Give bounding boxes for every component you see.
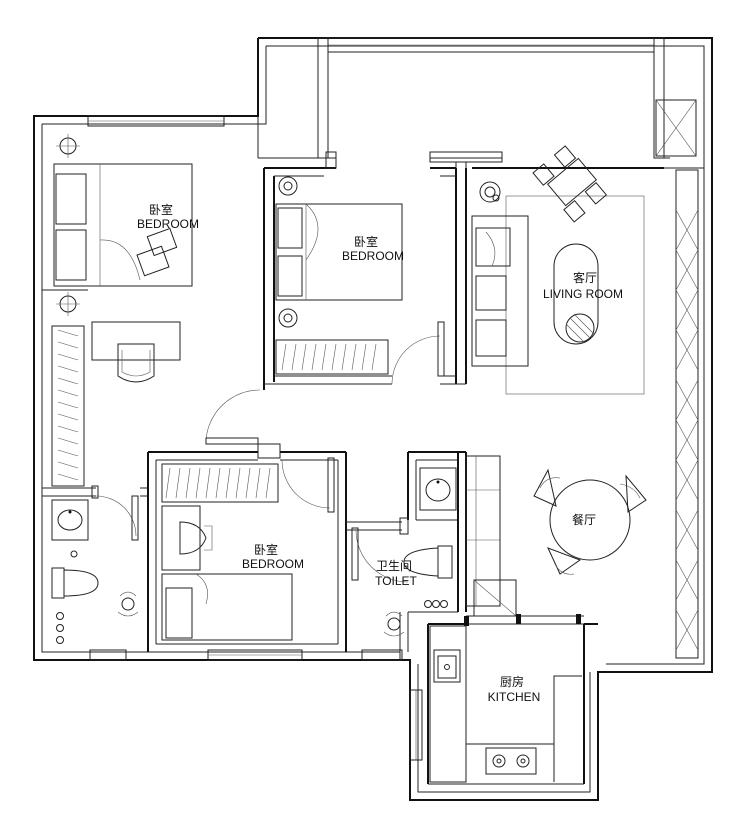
desk-icon bbox=[91, 321, 181, 383]
sofa-icon bbox=[471, 215, 529, 367]
room-label-living-room: 客厅 LIVING ROOM bbox=[543, 270, 623, 301]
room-label-dining: 餐厅 bbox=[572, 512, 596, 527]
room-name-zh: 卧室 bbox=[354, 234, 378, 249]
room-name-zh: 餐厅 bbox=[572, 512, 596, 527]
room-name-en: KITCHEN bbox=[488, 690, 541, 704]
bed-icon bbox=[161, 573, 293, 641]
room-name-en: LIVING ROOM bbox=[543, 287, 623, 301]
room-name-en: BEDROOM bbox=[342, 249, 404, 263]
wardrobe-icon bbox=[51, 325, 85, 487]
wardrobe-icon bbox=[161, 463, 279, 503]
lamp-icon bbox=[479, 181, 501, 203]
room-name-zh: 卧室 bbox=[149, 202, 173, 217]
wardrobe-icon bbox=[275, 339, 389, 375]
bed-icon bbox=[275, 203, 403, 301]
stove-icon bbox=[485, 747, 537, 775]
room-label-bedroom-sw: 卧室 BEDROOM bbox=[242, 542, 304, 571]
room-name-en: TOILET bbox=[375, 574, 417, 588]
armchair-icon bbox=[136, 227, 178, 277]
toilet-icon bbox=[51, 567, 139, 644]
kitchen-counter bbox=[429, 625, 582, 783]
room-name-zh: 卧室 bbox=[254, 542, 278, 557]
room-name-en: BEDROOM bbox=[137, 217, 199, 231]
room-label-kitchen: 厨房 KITCHEN bbox=[488, 674, 541, 704]
room-name-zh: 卫生间 bbox=[376, 559, 412, 573]
room-label-bedroom-nw: 卧室 BEDROOM bbox=[137, 202, 199, 231]
sink-icon bbox=[433, 649, 461, 683]
room-label-toilet: 卫生间 TOILET bbox=[375, 559, 417, 588]
room-name-en: BEDROOM bbox=[242, 557, 304, 571]
door-swing-icon bbox=[95, 321, 445, 583]
lamp-icon bbox=[56, 134, 80, 316]
room-name-zh: 客厅 bbox=[573, 270, 597, 285]
lamp-icon bbox=[278, 176, 298, 328]
interior-walls bbox=[42, 151, 664, 785]
dining-table-icon bbox=[533, 468, 647, 575]
coffee-table-icon bbox=[553, 243, 599, 345]
dining-table-icon bbox=[532, 145, 608, 223]
room-name-zh: 厨房 bbox=[500, 674, 524, 689]
sink-icon bbox=[419, 467, 457, 511]
sink-icon bbox=[51, 499, 89, 558]
window-icon bbox=[655, 99, 699, 651]
outer-walls bbox=[33, 37, 713, 801]
room-label-bedroom-mid: 卧室 BEDROOM bbox=[342, 234, 404, 263]
toilet-icon bbox=[383, 545, 453, 637]
window-icon bbox=[87, 37, 699, 761]
desk-icon bbox=[161, 505, 213, 571]
balcony-walls bbox=[257, 37, 704, 169]
bed-icon bbox=[53, 163, 193, 287]
